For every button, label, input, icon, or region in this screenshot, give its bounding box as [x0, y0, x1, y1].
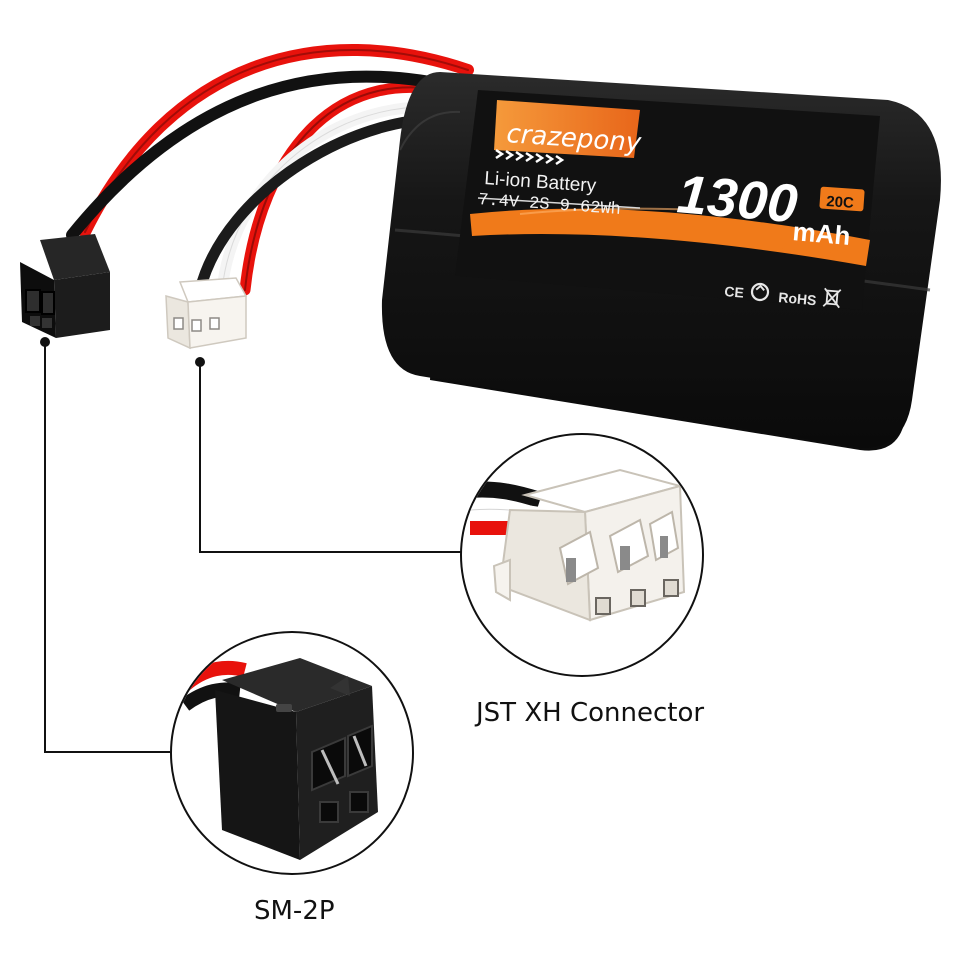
brand-tag — [494, 100, 640, 158]
chevron-arrows-icon — [495, 148, 565, 166]
leader-lines — [44, 342, 462, 753]
ce-mark: CE — [724, 283, 745, 301]
jst-xh-callout — [460, 433, 704, 677]
c-rating-badge — [819, 186, 865, 212]
orange-stripe — [470, 208, 870, 266]
leader-dot-jst — [195, 357, 205, 367]
power-lead-wires — [66, 43, 474, 241]
battery-c-rating: 20C — [826, 193, 855, 212]
battery-capacity-unit: mAh — [791, 216, 851, 251]
recycle-icon — [750, 282, 770, 302]
chevron-arrows-orange-icon — [777, 242, 847, 259]
jst-xh-label: JST XH Connector — [476, 698, 705, 728]
leader-dot-sm — [40, 337, 50, 347]
sm-2p-callout — [170, 631, 414, 875]
rohs-mark: RoHS — [778, 289, 817, 308]
sm-2p-plug — [20, 234, 110, 338]
battery-capacity: 1300 — [675, 164, 800, 234]
bin-crossed-icon — [822, 287, 842, 309]
jst-xh-plug — [165, 277, 248, 350]
battery-pack — [381, 72, 941, 451]
sm-2p-label: SM-2P — [254, 896, 335, 926]
